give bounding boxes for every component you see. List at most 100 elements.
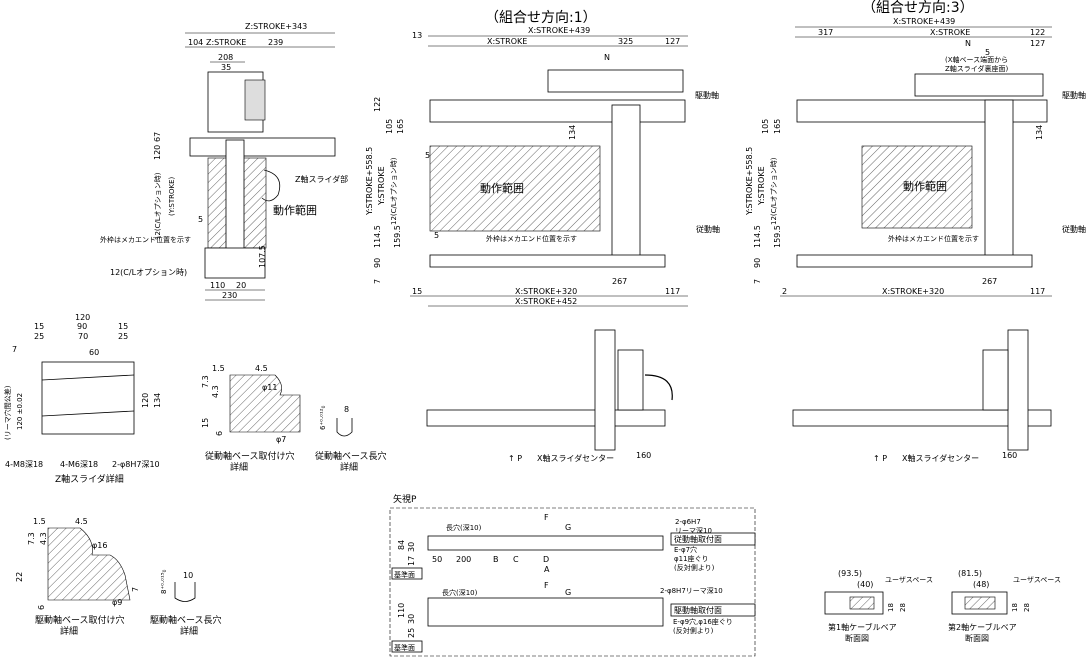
dim-g2: G bbox=[565, 588, 571, 597]
dim-160: 160 bbox=[1002, 451, 1017, 460]
dim-114-5: 114.5 bbox=[373, 225, 382, 248]
break-line bbox=[41, 374, 135, 381]
dim-17: 17 bbox=[407, 556, 416, 566]
x-axis-rail bbox=[426, 409, 666, 427]
outer-frame-note: 外枠はメカエンド位置を示す bbox=[100, 235, 191, 244]
dim-15a: 15 bbox=[34, 322, 44, 331]
dim-4-3: 4.3 bbox=[211, 385, 220, 398]
drive-motor bbox=[914, 73, 1044, 97]
dim-22: 22 bbox=[15, 572, 24, 582]
dim-67: 67 bbox=[153, 132, 162, 142]
dim-cl-option-rotated: 12(C/Lオプション時) bbox=[154, 172, 162, 240]
z-slider-detail: 120 15 90 15 25 70 25 60 7 (リーマ穴間公差) 120… bbox=[3, 313, 162, 485]
dim-7-3: 7.3 bbox=[27, 532, 36, 545]
motion-range-label: 動作範囲 bbox=[480, 181, 524, 195]
dim-122: 122 bbox=[373, 97, 382, 112]
caption-line-2: 断面図 bbox=[965, 633, 989, 643]
m6-holes: 4-M6深18 bbox=[60, 460, 98, 469]
dim-165: 165 bbox=[773, 119, 782, 134]
motion-range-label: 動作範囲 bbox=[903, 179, 947, 193]
dim-d: D bbox=[543, 555, 549, 564]
combo3-title: （組合せ方向:3） bbox=[862, 0, 974, 16]
dim-15b: 15 bbox=[118, 322, 128, 331]
dim-4-3: 4.3 bbox=[39, 532, 48, 545]
dim-20: 20 bbox=[236, 281, 246, 290]
dim-cl-option: 12(C/Lオプション時) bbox=[770, 157, 778, 225]
slot-label-2: 長穴(深10) bbox=[442, 588, 478, 597]
dim-6: 6 bbox=[215, 431, 224, 436]
dim-6: 6 bbox=[37, 605, 46, 610]
x-axis-beam bbox=[429, 99, 686, 123]
slot-outline bbox=[174, 582, 196, 602]
p-arrow: ↑ P bbox=[873, 454, 887, 463]
cable-bear-2: (81.5) (48) ユーザスペース 18 28 第2軸ケーブルベア 断面図 bbox=[948, 569, 1061, 643]
z-axis-block bbox=[982, 349, 1009, 411]
dim-4-5: 4.5 bbox=[75, 517, 88, 526]
user-space-hatch bbox=[964, 596, 996, 610]
x-axis-rail bbox=[189, 137, 336, 157]
dim-5: 5 bbox=[198, 215, 203, 224]
z-slider-plate bbox=[41, 361, 135, 435]
dim-25: 25 bbox=[407, 628, 416, 638]
dim-110: 110 bbox=[397, 603, 406, 618]
combo1-view: （組合せ方向:1） 13 X:STROKE+439 X:STROKE 325 1… bbox=[365, 10, 720, 307]
dim-x-stroke: X:STROKE bbox=[930, 28, 970, 37]
dim-c: C bbox=[513, 555, 519, 564]
dim-x-stroke-320: X:STROKE+320 bbox=[515, 287, 577, 296]
dim-110: 110 bbox=[210, 281, 225, 290]
hole-section bbox=[47, 527, 131, 601]
e-holes-1: E-φ7穴 bbox=[674, 545, 697, 554]
dim-15: 15 bbox=[201, 418, 210, 428]
dim-x-stroke-320: X:STROKE+320 bbox=[882, 287, 944, 296]
view-p: 矢視P F G 長穴(深10) 2-φ6H7 リーマ深10 従動軸取付面 84 … bbox=[389, 493, 756, 657]
drive-hole-detail: 1.5 4.5 7.3 4.3 φ16 22 7 6 φ9 駆動軸ベース取付け穴… bbox=[15, 517, 140, 637]
p-arrow: ↑ P bbox=[508, 454, 522, 463]
dim-y-stroke-558-5: Y:STROKE+558.5 bbox=[745, 147, 754, 216]
dim-x-stroke-452: X:STROKE+452 bbox=[515, 297, 577, 306]
caption-line-1: 従動軸ベース取付け穴 bbox=[205, 450, 295, 462]
dim-2: 2 bbox=[782, 287, 787, 296]
dim-208: 208 bbox=[218, 53, 233, 62]
caption-line-2: 詳細 bbox=[230, 461, 248, 473]
front-view-3: ↑ P X軸スライダセンター 160 bbox=[792, 329, 1052, 463]
side-view: Z:STROKE+343 104 Z:STROKE 239 208 35 67 … bbox=[100, 22, 348, 301]
dim-7: 7 bbox=[131, 587, 140, 592]
e-holes-4: E-φ9穴,φ16座ぐり bbox=[673, 617, 733, 626]
dim-81-5: (81.5) bbox=[958, 569, 982, 578]
hole-section bbox=[229, 374, 301, 433]
note-line-2: Z軸スライダ裏座面) bbox=[945, 64, 1009, 73]
e-holes-3: (反対側より) bbox=[674, 563, 715, 572]
user-space-label: ユーザスペース bbox=[885, 576, 933, 584]
z-slider-caption: Z軸スライダ詳細 bbox=[55, 473, 124, 485]
dim-x-stroke-439: X:STROKE+439 bbox=[528, 26, 590, 35]
caption-line-1: 駆動軸ベース長穴 bbox=[150, 614, 222, 626]
slot-outline bbox=[336, 418, 353, 437]
drive-mount-label: 駆動軸取付面 bbox=[674, 605, 722, 615]
y-axis-column bbox=[984, 99, 1014, 261]
z-axis-column bbox=[225, 139, 245, 251]
dim-120: 120 bbox=[153, 145, 162, 160]
user-space-hatch bbox=[849, 596, 875, 610]
dim-159-5: 159.5 bbox=[393, 225, 402, 248]
driven-shaft-label: 従動軸 bbox=[1062, 224, 1086, 234]
dim-b: B bbox=[493, 555, 499, 564]
dim-cl-option: 12(C/Lオプション時) bbox=[110, 268, 187, 277]
dim-40: (40) bbox=[857, 580, 873, 589]
view-p-title: 矢視P bbox=[393, 493, 417, 505]
dim-18: 18 bbox=[887, 603, 895, 612]
z-axis-block bbox=[617, 349, 644, 411]
caption-line-2: 詳細 bbox=[180, 625, 198, 637]
mount-surface-box-2 bbox=[670, 603, 756, 617]
dim-y-stroke-558-5: Y:STROKE+558.5 bbox=[365, 147, 374, 216]
dim-30b: 30 bbox=[407, 614, 416, 624]
dim-104: 104 bbox=[188, 38, 203, 47]
reference-face-box bbox=[391, 567, 423, 580]
base-block bbox=[204, 247, 266, 279]
dim-120v: 120 bbox=[141, 393, 150, 408]
dim-x-stroke: X:STROKE bbox=[487, 37, 527, 46]
m8-holes: 4-M8深18 bbox=[5, 460, 43, 469]
dim-239: 239 bbox=[268, 38, 283, 47]
dim-a: A bbox=[544, 565, 550, 574]
motor-block bbox=[244, 79, 266, 121]
dim-134: 134 bbox=[568, 125, 577, 140]
